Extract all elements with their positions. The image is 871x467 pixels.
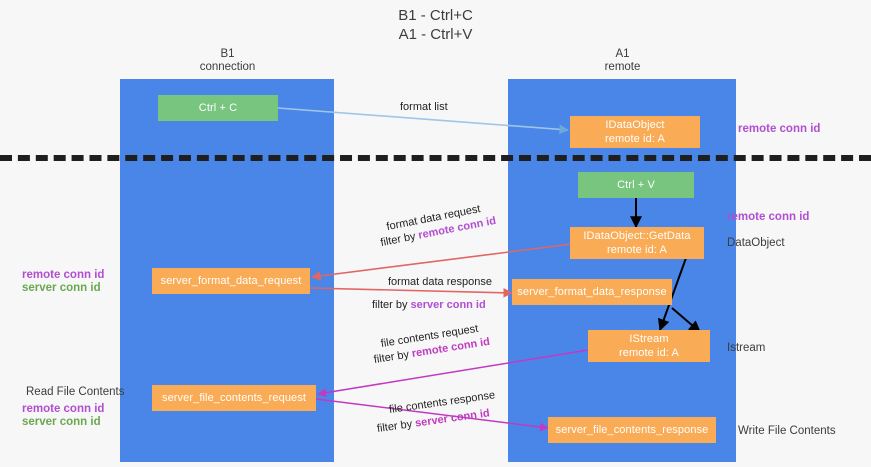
- left-label-server-conn-id-2: server conn id: [22, 416, 101, 428]
- column-header-b1: B1 connection: [150, 48, 305, 74]
- node-server-format-data-response[interactable]: server_format_data_response: [512, 279, 672, 305]
- node-server-file-contents-request[interactable]: server_file_contents_request: [152, 385, 316, 411]
- node-istream[interactable]: IStream remote id: A: [588, 330, 710, 362]
- node-getdata-line1: IDataObject::GetData: [583, 230, 691, 242]
- node-server-format-data-request-label: server_format_data_request: [160, 275, 302, 287]
- node-idataobject-line1: IDataObject: [605, 119, 665, 131]
- column-header-a1-sub: remote: [604, 61, 641, 73]
- edge-label-format-data-response-filter: filter by server conn id: [372, 298, 486, 312]
- node-istream-line1: IStream: [629, 333, 669, 345]
- node-idataobject-line2: remote id: A: [605, 133, 665, 145]
- right-label-remote-conn-id-mid: remote conn id: [727, 211, 810, 223]
- column-header-a1-name: A1: [615, 48, 630, 60]
- column-header-b1-sub: connection: [199, 61, 256, 73]
- arrow-format-list: [277, 107, 569, 135]
- node-idataobject-getdata[interactable]: IDataObject::GetData remote id: A: [570, 227, 704, 259]
- node-ctrl-c[interactable]: Ctrl + C: [158, 95, 278, 121]
- arrow-file-contents-response: [315, 398, 549, 432]
- left-label-server-conn-id-1: server conn id: [22, 282, 101, 294]
- arrow-format-data-response: [309, 287, 513, 298]
- left-label-remote-conn-id-2: remote conn id: [22, 403, 105, 415]
- node-getdata-line2: remote id: A: [607, 244, 667, 256]
- node-server-file-contents-response[interactable]: server_file_contents_response: [548, 417, 716, 443]
- node-ctrl-v-label: Ctrl + V: [617, 179, 655, 191]
- node-server-file-contents-response-label: server_file_contents_response: [555, 424, 709, 436]
- right-label-dataobject: DataObject: [727, 237, 785, 249]
- left-label-remote-conn-id-1: remote conn id: [22, 269, 105, 281]
- edge-label-format-list: format list: [400, 101, 448, 113]
- left-label-read-file-contents: Read File Contents: [26, 386, 125, 398]
- title-line-2: A1 - Ctrl+V: [398, 26, 473, 43]
- column-header-b1-name: B1: [220, 48, 235, 60]
- arrow-file-contents-request: [317, 349, 589, 398]
- page-title: B1 - Ctrl+C A1 - Ctrl+V: [0, 6, 871, 44]
- node-ctrl-v[interactable]: Ctrl + V: [578, 172, 694, 198]
- node-idataobject[interactable]: IDataObject remote id: A: [570, 116, 700, 148]
- filter-prefix: filter by: [372, 299, 411, 311]
- node-istream-line2: remote id: A: [619, 347, 679, 359]
- column-header-a1: A1 remote: [545, 48, 700, 74]
- section-divider: [0, 155, 871, 161]
- title-line-1: B1 - Ctrl+C: [398, 7, 473, 24]
- node-server-format-data-response-label: server_format_data_response: [517, 286, 667, 298]
- right-label-istream: Istream: [727, 342, 766, 354]
- filter-key-server-conn-id: server conn id: [410, 299, 486, 311]
- right-label-write-file-contents: Write File Contents: [738, 425, 836, 437]
- arrow-format-data-request: [311, 243, 573, 281]
- node-server-file-contents-request-label: server_file_contents_request: [161, 392, 307, 404]
- right-label-remote-conn-id-top: remote conn id: [738, 123, 821, 135]
- arrow-getdata-to-istream: [658, 257, 687, 332]
- node-server-format-data-request[interactable]: server_format_data_request: [152, 268, 310, 294]
- node-ctrl-c-label: Ctrl + C: [198, 102, 238, 114]
- edge-label-format-data-response: format data response: [388, 276, 492, 288]
- arrow-response-to-istream: [671, 307, 701, 333]
